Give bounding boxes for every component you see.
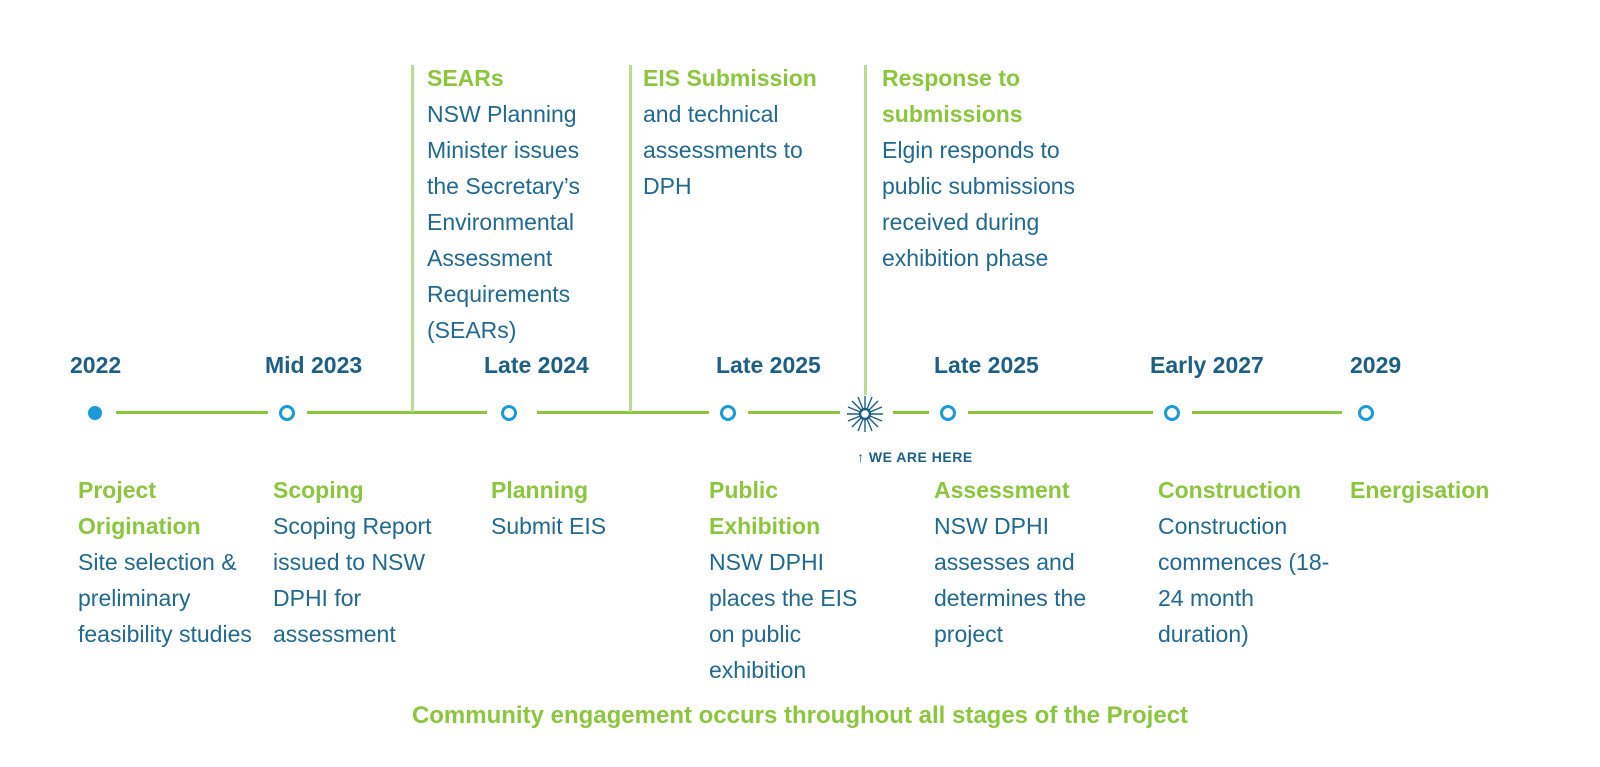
stage-title: Project Origination <box>78 477 201 539</box>
stage-year: 2029 <box>1350 352 1402 378</box>
stage-dot <box>1164 405 1180 421</box>
milestone-title: Response to submissions <box>882 65 1023 127</box>
milestone-line <box>864 65 867 395</box>
stage-dot <box>88 406 102 420</box>
stage-year: Late 2025 <box>934 352 1039 378</box>
stage-year: Mid 2023 <box>265 352 363 378</box>
we-are-here-label: ↑ WE ARE HERE <box>857 449 973 465</box>
stage-desc: Scoping Report issued to NSW DPHI for as… <box>273 513 432 647</box>
stage-dot <box>501 405 517 421</box>
timeline-segment <box>968 411 1153 414</box>
stage-year: 2022 <box>70 352 122 378</box>
milestone-desc: NSW Planning Minister issues the Secreta… <box>427 101 580 343</box>
stage-year: Late 2025 <box>716 352 821 378</box>
stage-desc: NSW DPHI assesses and determines the pro… <box>934 513 1087 647</box>
stage-title: Planning <box>491 477 589 503</box>
footer-note: Community engagement occurs throughout a… <box>411 702 1189 729</box>
stage-title: Public Exhibition <box>709 477 821 539</box>
stage-desc: Submit EIS <box>491 513 607 539</box>
milestone-desc: and technical assessments to DPH <box>643 101 803 199</box>
timeline-segment <box>748 411 840 414</box>
timeline-segment <box>307 411 487 414</box>
stage-title: Energisation <box>1350 477 1490 503</box>
stage-dot <box>1358 405 1374 421</box>
stage-desc: NSW DPHI places the EIS on public exhibi… <box>709 549 858 683</box>
stage-title: Assessment <box>934 477 1070 503</box>
starburst-icon <box>847 396 883 432</box>
timeline-segment <box>537 411 709 414</box>
milestone-line <box>629 65 632 412</box>
milestone-line <box>411 65 414 412</box>
stage-year: Late 2024 <box>484 352 589 378</box>
stage-dot <box>940 405 956 421</box>
stage-dot <box>720 405 736 421</box>
timeline-segment <box>1192 411 1342 414</box>
timeline-segment <box>893 411 929 414</box>
stage-text: Energisation <box>1350 472 1525 508</box>
timeline-segment <box>116 411 268 414</box>
milestone-title: SEARs <box>427 65 504 91</box>
milestone-desc: Elgin responds to public submissions rec… <box>882 137 1076 271</box>
stage-title: Construction <box>1158 477 1302 503</box>
stage-dot <box>279 405 295 421</box>
milestone-text: EIS Submission and technical assessments … <box>643 60 838 204</box>
milestone-title: EIS Submission <box>643 65 817 91</box>
stage-title: Scoping <box>273 477 364 503</box>
stage-desc: Construction commences (18-24 month dura… <box>1158 513 1330 647</box>
stage-desc: Site selection & preliminary feasibility… <box>78 549 252 647</box>
stage-year: Early 2027 <box>1150 352 1264 378</box>
